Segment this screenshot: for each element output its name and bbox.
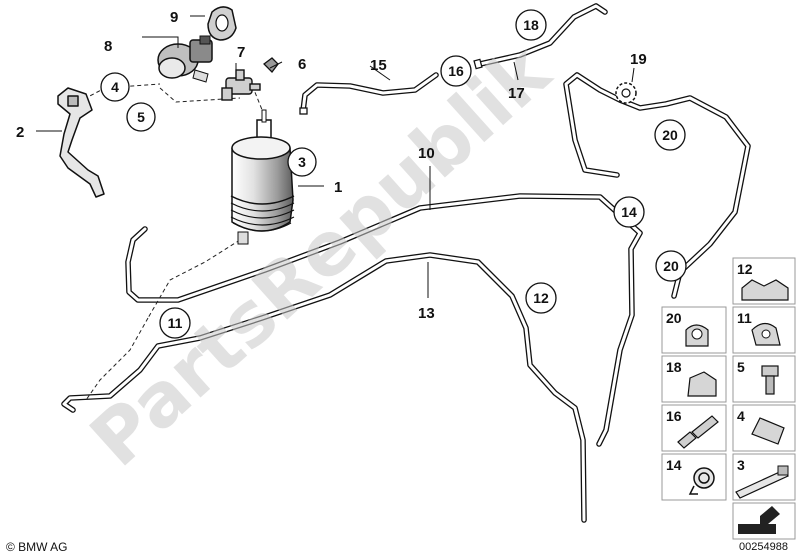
double-clip-icon bbox=[741, 279, 789, 301]
callout-3: 3 bbox=[287, 147, 317, 177]
diagram-id: 00254988 bbox=[739, 541, 788, 553]
label-1: 1 bbox=[334, 179, 342, 196]
tile-20: 20 bbox=[661, 306, 727, 354]
label-6: 6 bbox=[298, 56, 306, 73]
connector-7 bbox=[221, 69, 261, 101]
label-2: 2 bbox=[16, 124, 24, 141]
callout-11: 11 bbox=[159, 307, 191, 339]
tile-3: 3 bbox=[732, 453, 796, 501]
svg-text:14: 14 bbox=[666, 457, 682, 473]
pipe-19 bbox=[563, 72, 751, 299]
callout-20-top: 20 bbox=[654, 119, 686, 151]
svg-text:11: 11 bbox=[168, 315, 183, 331]
svg-text:4: 4 bbox=[111, 79, 119, 95]
label-17: 17 bbox=[508, 85, 525, 102]
carbon-canister bbox=[230, 109, 295, 245]
hose-clamp-icon bbox=[688, 467, 715, 495]
spring-nut-icon bbox=[751, 417, 785, 445]
watermark: PartsRepublik bbox=[74, 28, 567, 484]
circled-labels: 3 4 5 11 12 14 16 18 20 20 bbox=[100, 9, 687, 339]
svg-text:14: 14 bbox=[621, 204, 637, 220]
svg-text:20: 20 bbox=[663, 258, 679, 274]
direction-arrow-tile bbox=[732, 502, 796, 540]
cable-tie-icon bbox=[735, 465, 789, 499]
callout-12: 12 bbox=[525, 282, 557, 314]
callout-20-right: 20 bbox=[655, 250, 687, 282]
copyright-text: © BMW AG bbox=[6, 540, 68, 554]
pipe-lines bbox=[61, 3, 751, 523]
pipe-holder-icon bbox=[687, 371, 717, 397]
label-13: 13 bbox=[418, 305, 435, 322]
tile-11: 11 bbox=[732, 306, 796, 354]
label-19: 19 bbox=[630, 51, 647, 68]
svg-text:11: 11 bbox=[737, 310, 752, 326]
pipe-15 bbox=[300, 72, 439, 114]
svg-text:3: 3 bbox=[737, 457, 745, 473]
label-8: 8 bbox=[104, 38, 112, 55]
purge-valve bbox=[157, 35, 213, 83]
svg-text:16: 16 bbox=[666, 408, 682, 424]
tile-18: 18 bbox=[661, 355, 727, 403]
callout-14: 14 bbox=[613, 196, 645, 228]
pipe-end-fittings bbox=[299, 58, 483, 115]
callout-4: 4 bbox=[100, 72, 130, 102]
screw-icon bbox=[761, 365, 779, 395]
label-10: 10 bbox=[418, 145, 435, 162]
label-7: 7 bbox=[237, 44, 245, 61]
bracket bbox=[57, 87, 105, 198]
svg-text:12: 12 bbox=[533, 290, 549, 306]
svg-text:5: 5 bbox=[137, 109, 145, 125]
tile-5: 5 bbox=[732, 355, 796, 403]
svg-text:20: 20 bbox=[666, 310, 682, 326]
pipe-17 bbox=[477, 3, 608, 67]
svg-text:12: 12 bbox=[737, 261, 753, 277]
legend-tiles: 12 20 11 18 5 bbox=[661, 257, 796, 540]
callout-16: 16 bbox=[440, 55, 472, 87]
svg-text:20: 20 bbox=[662, 127, 678, 143]
tile-4: 4 bbox=[732, 404, 796, 452]
svg-text:18: 18 bbox=[523, 17, 539, 33]
tile-16: 16 bbox=[661, 404, 727, 452]
callout-18: 18 bbox=[515, 9, 547, 41]
tile-12: 12 bbox=[732, 257, 796, 305]
pipe-13 bbox=[61, 252, 587, 523]
valve-holder-ring bbox=[207, 6, 237, 41]
arrow-icon bbox=[738, 506, 780, 534]
callout-5: 5 bbox=[126, 102, 156, 132]
svg-text:5: 5 bbox=[737, 359, 745, 375]
svg-text:16: 16 bbox=[448, 63, 464, 79]
part-labels: 1 2 6 7 8 9 10 13 15 17 19 bbox=[16, 9, 647, 322]
hose-connector-icon bbox=[677, 415, 719, 449]
svg-text:18: 18 bbox=[666, 359, 682, 375]
leader-lines bbox=[36, 15, 635, 298]
tile-14: 14 bbox=[661, 453, 727, 501]
pipe-11 bbox=[125, 193, 643, 447]
svg-text:4: 4 bbox=[737, 408, 745, 424]
svg-text:3: 3 bbox=[298, 154, 306, 170]
gear-fitting-icon bbox=[615, 82, 637, 104]
label-15: 15 bbox=[370, 57, 387, 74]
label-9: 9 bbox=[170, 9, 178, 26]
